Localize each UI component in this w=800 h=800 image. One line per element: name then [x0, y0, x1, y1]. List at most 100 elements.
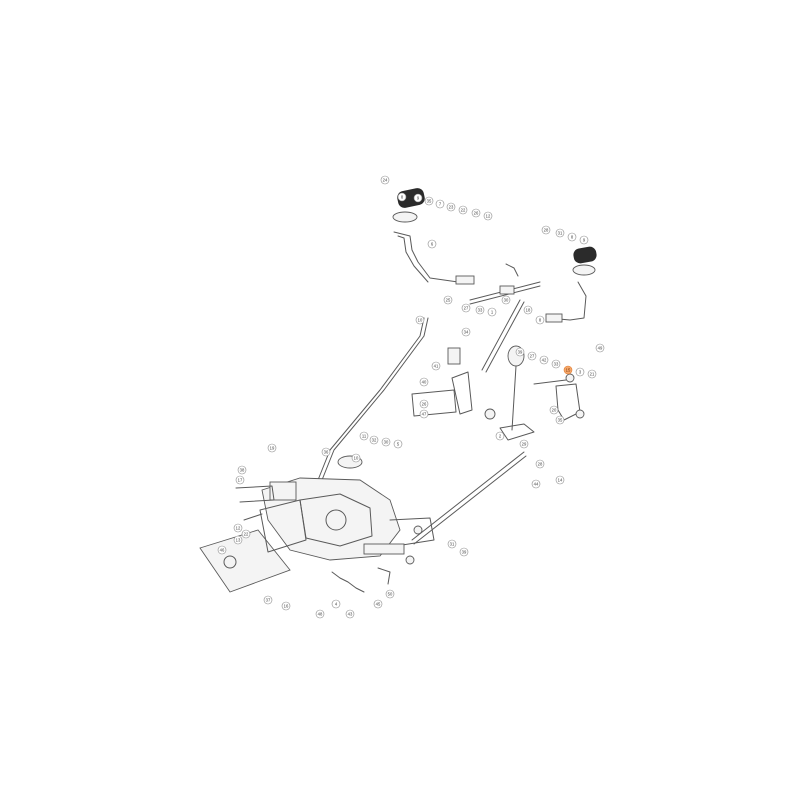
callout-circle: [381, 437, 391, 447]
callout-circle: [495, 431, 505, 441]
callout-circle: [447, 539, 457, 549]
callout-30: 30: [501, 295, 511, 305]
callout-49: 49: [595, 343, 605, 353]
callout-circle: [413, 193, 423, 203]
callout-circle: [515, 347, 525, 357]
callout-label: 39: [518, 350, 523, 355]
callout-43: 43: [345, 609, 355, 619]
callout-24: 24: [380, 175, 390, 185]
callout-22: 22: [458, 205, 468, 215]
callout-circle: [385, 589, 395, 599]
callout-label: 46: [220, 548, 225, 553]
callout-circle: [567, 232, 577, 242]
callout-circle: [427, 239, 437, 249]
callout-circle: [419, 377, 429, 387]
callout-label: 21: [590, 372, 595, 377]
left-pedal-arm-inner: [397, 235, 429, 283]
callout-label: 24: [383, 178, 388, 183]
callout-27: 27: [461, 303, 471, 313]
rod-end-nut: [413, 525, 423, 535]
callout-circle: [351, 453, 361, 463]
callout-label: 14: [558, 478, 563, 483]
callout-circle: [415, 315, 425, 325]
callout-circle: [263, 595, 273, 605]
callout-circle: [446, 202, 456, 212]
callout-label: 50: [388, 592, 393, 597]
callout-label: 29: [522, 442, 527, 447]
left-pedal-arm: [393, 231, 459, 283]
callout-20: 20: [549, 405, 559, 415]
callout-23: 23: [446, 202, 456, 212]
callout-label: 33: [478, 308, 483, 313]
callout-10: 10: [415, 315, 425, 325]
callout-label: 36: [324, 450, 329, 455]
callout-circle: [551, 359, 561, 369]
control-rod-edge: [485, 301, 525, 373]
callout-circle: [575, 367, 585, 377]
callout-label: 40: [422, 380, 427, 385]
callout-label: 32: [372, 438, 377, 443]
callout-circle: [523, 305, 533, 315]
callout-circle: [241, 529, 251, 539]
cables: [317, 317, 527, 545]
callout-circle: [519, 439, 529, 449]
callout-label: 10: [354, 456, 359, 461]
callout-44: 44: [531, 479, 541, 489]
callout-label: 49: [598, 346, 603, 351]
gear-lever-assembly: [447, 345, 535, 441]
callout-label: 31: [558, 231, 563, 236]
callout-12: 12: [233, 523, 243, 533]
callout-label: 28: [544, 228, 549, 233]
callout-33: 33: [551, 359, 561, 369]
callout-6: 6: [427, 239, 437, 249]
callout-circle: [267, 443, 277, 453]
callout-circle: [281, 601, 291, 611]
callout-42: 42: [539, 355, 549, 365]
lower-brake-assembly: [331, 525, 423, 593]
callout-label: 22: [461, 208, 466, 213]
callout-33: 33: [475, 305, 485, 315]
callout-label: 44: [534, 482, 539, 487]
callout-circle: [483, 211, 493, 221]
callout-circle: [527, 351, 537, 361]
plate-bolt: [243, 513, 263, 521]
callout-label: 18: [526, 308, 531, 313]
callout-2: 2: [495, 431, 505, 441]
callout-label: 37: [266, 598, 271, 603]
callout-46: 46: [217, 545, 227, 555]
callout-circle: [555, 475, 565, 485]
right-long-rod-edge: [413, 455, 527, 545]
right-lever-bracket: [555, 383, 581, 421]
callout-9: 9: [413, 193, 423, 203]
callout-label: 45: [376, 602, 381, 607]
callout-45: 45: [373, 599, 383, 609]
callout-47: 47: [419, 409, 429, 419]
callout-label: 13: [236, 538, 241, 543]
callout-circle: [397, 192, 407, 202]
callout-32: 32: [369, 435, 379, 445]
callout-15: 15: [563, 365, 573, 375]
callout-4: 4: [331, 599, 341, 609]
callout-circle: [579, 235, 589, 245]
left-pedal-hub: [455, 275, 475, 285]
callout-1: 1: [487, 307, 497, 317]
callout-label: 22: [244, 532, 249, 537]
callout-label: 27: [464, 306, 469, 311]
callout-circle: [587, 369, 597, 379]
callout-circle: [541, 225, 551, 235]
axle-left: [235, 485, 275, 503]
callout-3: 3: [575, 367, 585, 377]
callout-label: 39: [462, 550, 467, 555]
callout-label: 25: [446, 298, 451, 303]
callout-35: 35: [424, 196, 434, 206]
callout-8: 8: [397, 192, 407, 202]
axle-right: [389, 517, 435, 547]
callout-label: 30: [504, 298, 509, 303]
right-pedal-hub: [545, 313, 563, 323]
callout-label: 9: [417, 196, 420, 201]
callout-36: 36: [321, 447, 331, 457]
left-pedal-pad: [397, 188, 425, 208]
callout-label: 10: [418, 318, 423, 323]
mid-bar: [411, 389, 457, 417]
callout-circle: [535, 459, 545, 469]
